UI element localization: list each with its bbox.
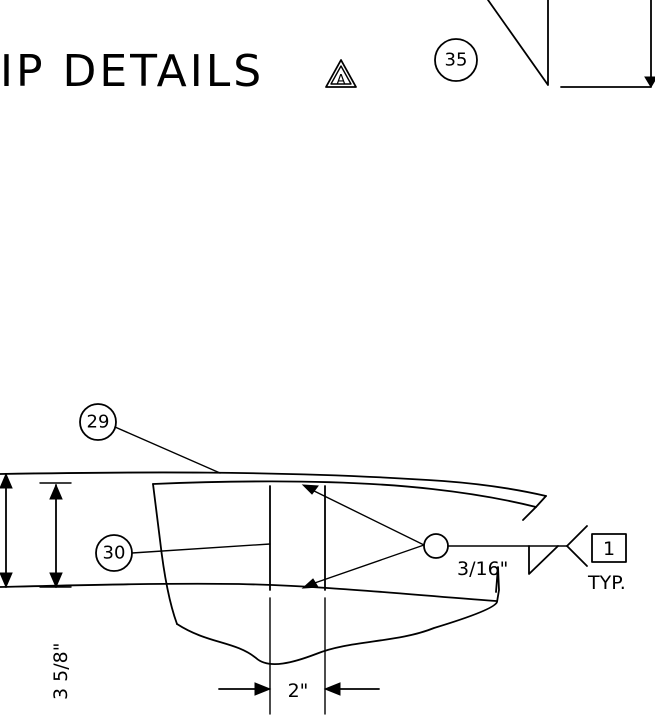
callout-bubble-29 xyxy=(79,403,117,441)
vertical-dimension-label: 3 5/8" xyxy=(50,643,72,700)
callout-number-29: 29 xyxy=(87,412,110,433)
typ-label: TYP. xyxy=(587,572,626,594)
top-right-detail: 35 xyxy=(434,0,655,88)
left-dimension-label: 4" xyxy=(0,520,3,541)
callout-number-30: 30 xyxy=(103,543,126,564)
bottom-dimension-label: 2" xyxy=(288,680,309,702)
revision-triangle: A xyxy=(325,59,357,88)
note-box xyxy=(591,533,627,563)
note-number: 1 xyxy=(603,538,615,560)
callout-number-35: 35 xyxy=(445,50,468,71)
callout-bubble-35 xyxy=(434,38,478,82)
detail-title: IP DETAILS xyxy=(0,46,264,97)
connection-detail: 29 30 3/16" 1 TYP. 4" 3 5/8" xyxy=(0,403,627,715)
weld-size-label: 3/16" xyxy=(457,558,508,580)
revision-letter: A xyxy=(337,73,346,88)
